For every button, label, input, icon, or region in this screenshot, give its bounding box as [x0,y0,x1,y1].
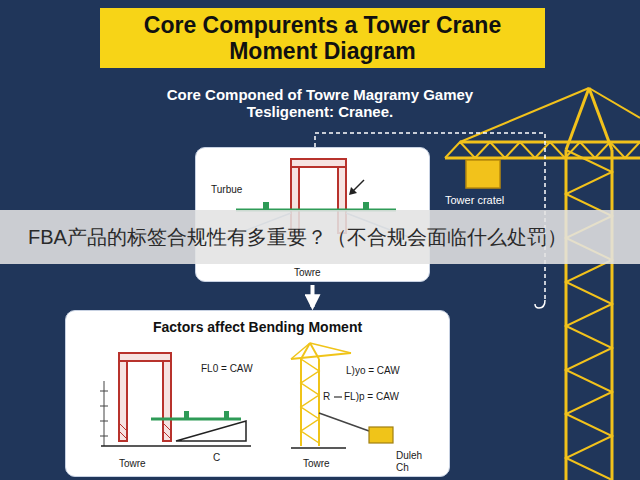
part-label: Turbue [211,184,242,196]
jib-tie [589,88,640,118]
crane-bracing [301,359,319,443]
load-triangle [176,421,246,441]
mast-chord [565,150,568,480]
crane-hook [535,300,545,308]
mast-chord [611,150,614,480]
axis-ticks [100,391,108,436]
frame-leg [119,353,127,441]
part-label: Duleh Ch [396,450,434,474]
crane-top [301,343,310,359]
subtitle-text: Core Componed of Towre Magramy Gamey Tes… [155,86,485,120]
label-dash [334,396,342,397]
title-banner: Core Compurents a Tower Crane Moment Dia… [100,8,545,68]
panel-heading: Factors affect Bending Moment [66,319,449,336]
crane-label: Tower cratel [445,194,504,207]
part-label: Towre [119,458,146,470]
small-crane [291,343,351,446]
part-label: R [323,391,330,403]
ground-line [101,445,251,447]
overlay-text: FBA产品的标签合规性有多重要？（不合规会面临什么处罚） [28,224,567,250]
formula-label: L)yo = CAW [346,365,400,377]
crane-jib [291,353,351,359]
frame-beam [119,353,171,361]
formula-label: FL0 = CAW [201,363,253,375]
tower-crane [445,88,640,480]
load-block [369,427,393,443]
panel-box: Factors affect Bending MomentFL0 = CAW L)… [65,310,450,477]
pointer-head [349,187,357,195]
beam-post [184,411,189,419]
formula-label: FL)p = CAW [344,391,399,403]
load-cable [319,413,369,431]
jib-tie [460,88,589,142]
part-label: C [213,452,220,464]
frame-leg [163,353,171,441]
part-label: Towre [303,458,330,470]
crane-top [310,343,319,359]
ground-line [291,447,346,449]
frame-beam [291,159,346,167]
beam-post [224,411,229,419]
crane-tie [291,343,310,359]
crane-chord [300,359,302,446]
jib-bracing [445,142,640,158]
part-label: Towre [294,267,321,279]
beam-post [363,202,369,210]
frame-hatch [119,423,171,439]
beam-post [263,202,269,210]
flow-arrow [311,285,315,307]
mast-bracing [566,150,612,480]
crane-tie [310,343,351,353]
crane-cab [466,160,500,188]
